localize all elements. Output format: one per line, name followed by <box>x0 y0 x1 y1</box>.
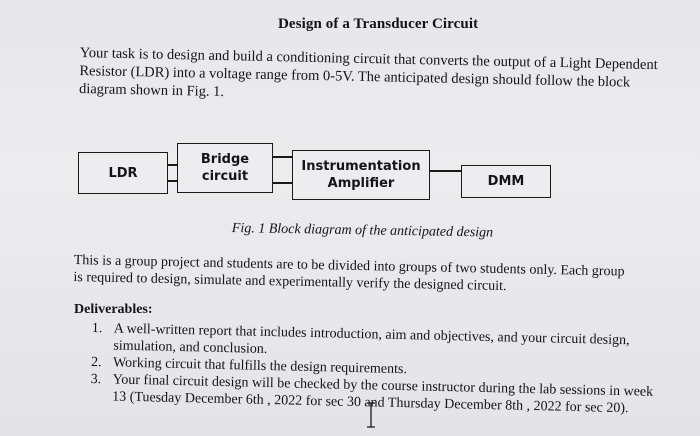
figure-caption: Fig. 1 Block diagram of the anticipated … <box>231 221 494 241</box>
block-dmm: DMM <box>461 165 551 198</box>
connector-line <box>273 156 293 158</box>
list-number: 3. <box>90 371 102 388</box>
list-number: 1. <box>91 320 103 337</box>
connector-line <box>168 180 178 182</box>
page-title: Design of a Transducer Circuit <box>278 16 479 32</box>
connector-line <box>430 170 462 172</box>
connector-line <box>273 182 293 184</box>
intro-paragraph: Your task is to design and build a condi… <box>79 44 680 111</box>
deliverables-heading: Deliverables: <box>74 302 153 317</box>
deliverables-list: 1. A well-written report that includes i… <box>90 320 672 418</box>
block-ldr: LDR <box>78 152 168 194</box>
list-number: 2. <box>90 354 102 371</box>
block-bridge-circuit: Bridge circuit <box>177 143 273 193</box>
block-instrumentation-amplifier: Instrumentation Amplifier <box>292 150 430 200</box>
text-cursor-icon <box>367 402 375 428</box>
connector-line <box>168 164 178 166</box>
block-diagram: LDR Bridge circuit Instrumentation Ampli… <box>0 140 700 220</box>
group-paragraph: This is a group project and students are… <box>73 252 674 299</box>
